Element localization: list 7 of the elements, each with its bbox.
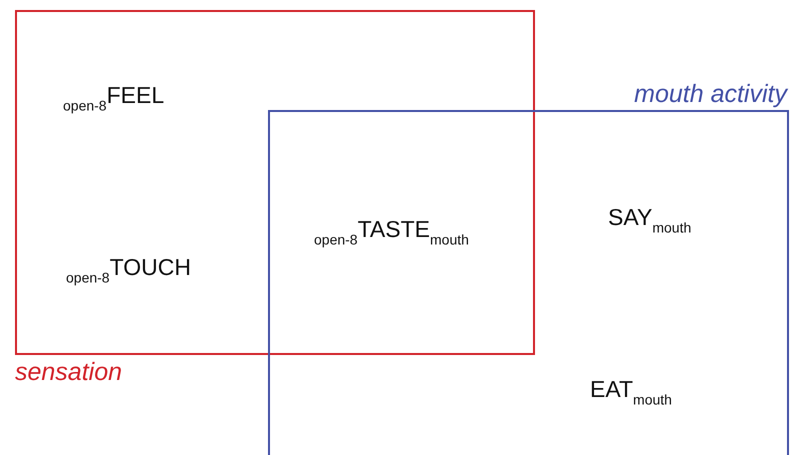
set-label: mouth activity bbox=[634, 82, 787, 107]
term-label: SAY$_{mouth}$ bbox=[608, 206, 692, 235]
term-label: $_{open-8}$FEEL bbox=[63, 84, 164, 113]
term-label: $_{open-8}$TASTE$_{mouth}$ bbox=[314, 218, 469, 247]
set-label: sensation bbox=[15, 360, 122, 385]
term-label: EAT$_{mouth}$ bbox=[590, 378, 672, 407]
term-label: $_{open-8}$TOUCH bbox=[66, 256, 191, 285]
